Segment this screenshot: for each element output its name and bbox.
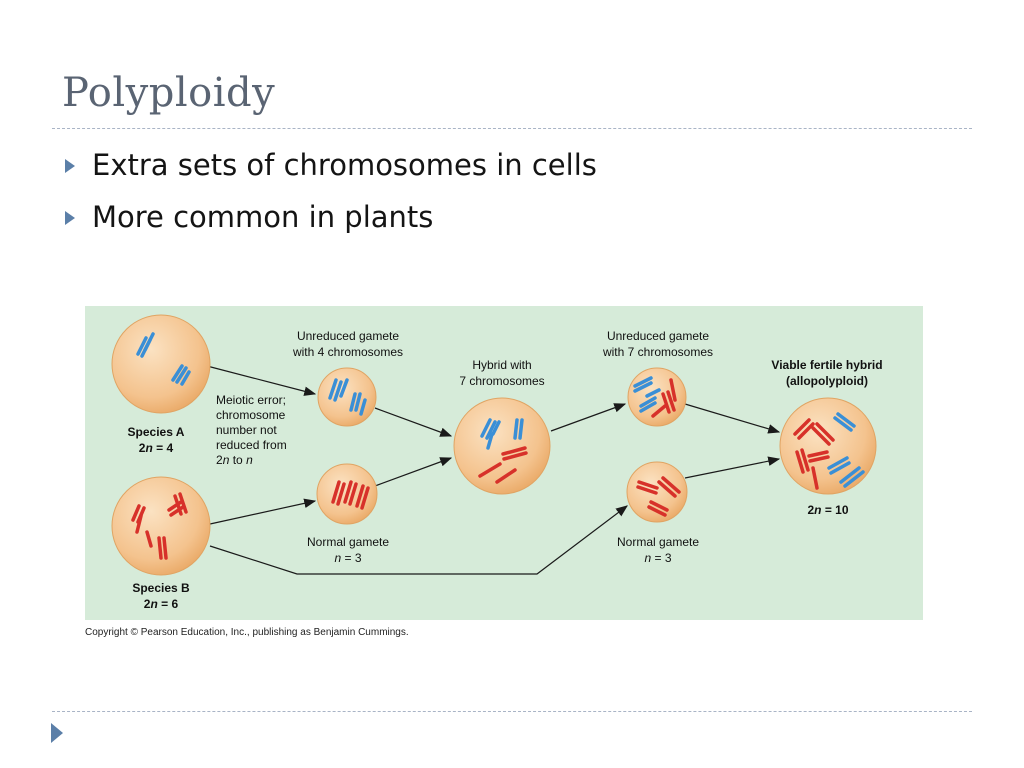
bullet-arrow-icon <box>65 211 75 225</box>
arrow-b-to-normal <box>209 498 317 525</box>
species-a-cell <box>111 314 211 414</box>
species-b-count: 2n = 6 <box>144 597 179 611</box>
unreduced-gamete-4-cell <box>317 367 377 427</box>
bullet-arrow-icon <box>65 159 75 173</box>
arrow-normal2-to-viable <box>684 456 781 479</box>
species-b-label: Species B <box>132 581 190 595</box>
unreduced-gamete-7-cell <box>627 367 687 427</box>
footer-divider <box>52 711 972 712</box>
arrow-normal-to-hybrid <box>374 457 453 487</box>
next-slide-arrow-icon[interactable] <box>50 722 64 744</box>
species-b-cell <box>111 476 211 576</box>
meiotic-error-line-4: reduced from <box>216 438 287 452</box>
meiotic-error-line-2: chromosome <box>216 408 286 422</box>
normal-gamete-2-label: Normal gamete <box>617 535 699 549</box>
species-a-count: 2n = 4 <box>139 441 174 455</box>
hybrid-label-1: Hybrid with <box>472 358 531 372</box>
normal-gamete-1-count: n = 3 <box>334 551 361 565</box>
meiotic-error-line-3: number not <box>216 423 277 437</box>
arrow-unreduced7-to-viable <box>684 403 781 434</box>
diagram-captions: Unreduced gamete with 4 chromosomes Hybr… <box>216 329 713 565</box>
unreduced-4-label-2: with 4 chromosomes <box>292 345 403 359</box>
viable-hybrid-count: 2n = 10 <box>807 503 848 517</box>
bullet-text: More common in plants <box>92 200 434 234</box>
arrow-hybrid-to-unreduced7 <box>550 403 627 432</box>
title-divider <box>52 128 972 129</box>
arrows <box>206 365 781 575</box>
diagram-labels: Species A 2n = 4 Species B 2n = 6 Viable… <box>128 358 883 611</box>
arrow-a-to-unreduced <box>206 365 317 396</box>
unreduced-7-label-1: Unreduced gamete <box>607 329 709 343</box>
meiotic-error-line-1: Meiotic error; <box>216 393 286 407</box>
arrow-b-to-normal2 <box>209 505 628 575</box>
bullet-item: More common in plants <box>62 200 597 252</box>
normal-gamete-1-label: Normal gamete <box>307 535 389 549</box>
species-a-label: Species A <box>128 425 185 439</box>
normal-gamete-2-count: n = 3 <box>644 551 671 565</box>
meiotic-error-line-5: 2n to n <box>216 453 253 467</box>
bullet-item: Extra sets of chromosomes in cells <box>62 148 597 200</box>
viable-hybrid-cell <box>779 397 877 495</box>
bullet-list: Extra sets of chromosomes in cells More … <box>62 148 597 252</box>
hybrid-label-2: 7 chromosomes <box>459 374 544 388</box>
hybrid-cell <box>453 397 551 495</box>
unreduced-7-label-2: with 7 chromosomes <box>602 345 713 359</box>
polyploidy-diagram: Species A 2n = 4 Species B 2n = 6 Viable… <box>85 306 923 620</box>
chromosomes-blue <box>136 332 865 488</box>
viable-hybrid-subtitle: (allopolyploid) <box>786 374 868 388</box>
arrow-unreduced-to-hybrid <box>374 407 453 437</box>
bullet-text: Extra sets of chromosomes in cells <box>92 148 597 182</box>
chromosomes-red <box>131 378 835 560</box>
slide-title: Polyploidy <box>62 70 276 116</box>
unreduced-4-label-1: Unreduced gamete <box>297 329 399 343</box>
copyright-notice: Copyright © Pearson Education, Inc., pub… <box>85 627 409 638</box>
viable-hybrid-title: Viable fertile hybrid <box>771 358 882 372</box>
